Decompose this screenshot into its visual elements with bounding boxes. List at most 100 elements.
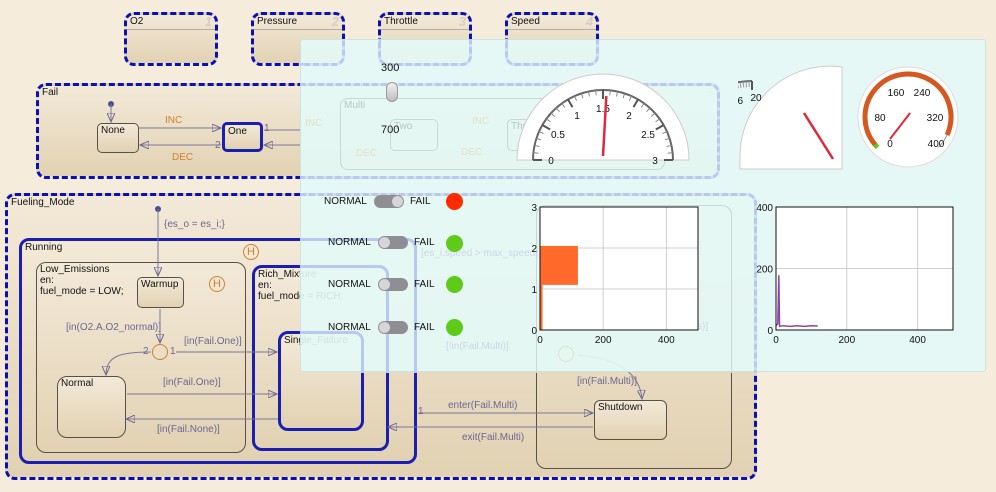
switch-4-fail-label: FAIL: [414, 322, 435, 333]
state-one-label: One: [228, 126, 247, 137]
y-tick-label: 200: [756, 265, 773, 276]
gauge-semi-tick: [541, 124, 551, 131]
chart-pressure-title: Pressure: [257, 16, 298, 27]
gauge-semi-tick: [580, 93, 584, 99]
gauge-semi-tick: [655, 124, 665, 131]
gauge-semi-tick-label: 0: [548, 156, 554, 166]
transition-enter-port-1: 1: [418, 406, 424, 417]
gauge-semi-tick: [567, 98, 574, 108]
gauge-round-needle: [889, 112, 911, 140]
x-tick-label: 0: [773, 335, 779, 346]
transition-o2-normal-label: [in(O2.A.O2_normal)]: [66, 322, 162, 333]
gauge-semi-tick: [664, 137, 670, 141]
gauge-semi-tick: [650, 112, 656, 117]
gauge-quarter-needle: [802, 112, 835, 160]
event-inc: INC: [165, 115, 183, 126]
state-normal[interactable]: Normal: [57, 376, 126, 438]
state-none-label: None: [101, 125, 125, 136]
gauge-quarter-tick: [739, 81, 742, 88]
rich-mixture-name: Rich_Mixture: [258, 269, 317, 280]
switch-4-toggle[interactable]: [378, 321, 408, 334]
switch-4-normal-label: NORMAL: [328, 322, 371, 333]
chart-speed-number: 4: [585, 14, 593, 29]
switch-3-fail-label: FAIL: [414, 279, 435, 290]
faded-fueling-border: [300, 193, 757, 373]
switch-2-normal-label: NORMAL: [328, 237, 371, 248]
gauge-round-tick-label: 160: [888, 88, 905, 99]
state-none[interactable]: None: [97, 123, 139, 153]
slider-thumb[interactable]: [386, 82, 398, 102]
switch-3-normal-label: NORMAL: [328, 279, 371, 290]
state-warmup[interactable]: Warmup: [137, 277, 184, 308]
faded-inc-2: INC: [472, 116, 490, 127]
faded-input-borders: [300, 39, 600, 67]
switch-3-toggle[interactable]: [378, 278, 408, 291]
gauge-semi-tick-label: 1: [574, 111, 580, 122]
default-action-label: {es_o = es_i;}: [164, 219, 225, 230]
gauge-semi-tick-label: 3: [652, 156, 658, 166]
x-tick-label: 200: [838, 335, 855, 346]
plot-frame: [539, 206, 699, 331]
state-one[interactable]: One: [222, 122, 263, 152]
gauge-semi-tick: [632, 98, 639, 108]
chart-throttle-title: Throttle: [384, 16, 418, 27]
gauge-semi-face: [516, 73, 690, 161]
y-tick-label: 2: [531, 244, 537, 255]
gauge-semi-tick: [550, 112, 556, 117]
gauge-semi-tick: [609, 90, 611, 96]
slider-label-top: 300: [381, 62, 400, 74]
plot-frame: [775, 206, 954, 331]
switch-1-knob: [392, 196, 403, 207]
transition-fail-one-label-b: [in(Fail.One)]: [163, 377, 221, 388]
switch-2-fail-label: FAIL: [414, 237, 435, 248]
gauge-semi-tick: [646, 107, 651, 113]
low-emissions-entry-action: fuel_mode = LOW;: [40, 286, 124, 297]
slider-label-bottom: 700: [381, 124, 400, 136]
chart-o2[interactable]: O2 1: [124, 12, 218, 66]
state-shutdown[interactable]: Shutdown: [594, 400, 667, 440]
divider: [508, 29, 596, 30]
divider: [127, 29, 215, 30]
chart-fail-title: Fail: [42, 87, 59, 98]
gauge-semi-tick: [662, 131, 668, 135]
y-tick-label: 3: [531, 203, 537, 214]
y-tick-label: 0: [531, 326, 537, 337]
chart-fueling-mode-title: Fueling_Mode: [11, 197, 75, 208]
gauge-semi-tick: [574, 95, 578, 101]
gauge-semi-tick: [616, 91, 619, 97]
gauge-semi-needle: [601, 96, 608, 157]
gauge-round-rest-scale: [938, 134, 948, 148]
gauge-semi-tick: [546, 118, 551, 123]
faded-multi-label: Multi: [344, 100, 366, 111]
gauge-semicircle: 00.511.522.53: [516, 73, 690, 166]
chart-pressure-number: 2: [331, 14, 339, 29]
faded-not-multi-label: [!in(Fail.Multi)]: [446, 341, 509, 352]
gauge-semi-tick: [555, 107, 560, 113]
faded-fail-border: [300, 83, 720, 179]
faded-speed-label: [es_i.speed > max_speed]: [421, 248, 539, 259]
switch-3-knob: [379, 279, 390, 290]
state-shutdown-label: Shutdown: [598, 402, 643, 413]
switch-1-toggle[interactable]: [374, 195, 404, 208]
faded-three-label: Thre: [511, 121, 532, 132]
faded-dec-1: DEC: [356, 148, 378, 159]
gauge-round-green-band: [872, 142, 880, 150]
gauge-round-tick-label: 320: [927, 113, 944, 124]
transition-fail-one-label-a: [in(Fail.One)]: [184, 336, 242, 347]
gauge-semi-tick: [622, 93, 626, 99]
gauge-semi-tick: [587, 91, 590, 97]
faded-two-label: Two: [394, 121, 413, 132]
event-dec: DEC: [172, 152, 194, 163]
switch-4-knob: [379, 322, 390, 333]
transition-exit-multi-label: exit(Fail.Multi): [462, 432, 525, 443]
junction-port-1: 1: [170, 346, 176, 357]
gauge-semi-tick: [534, 144, 540, 147]
chart-o2-number: 1: [204, 14, 212, 29]
gauge-quarter-tick: [742, 81, 745, 88]
switch-2-toggle[interactable]: [378, 236, 408, 249]
port-1: 1: [264, 123, 270, 134]
